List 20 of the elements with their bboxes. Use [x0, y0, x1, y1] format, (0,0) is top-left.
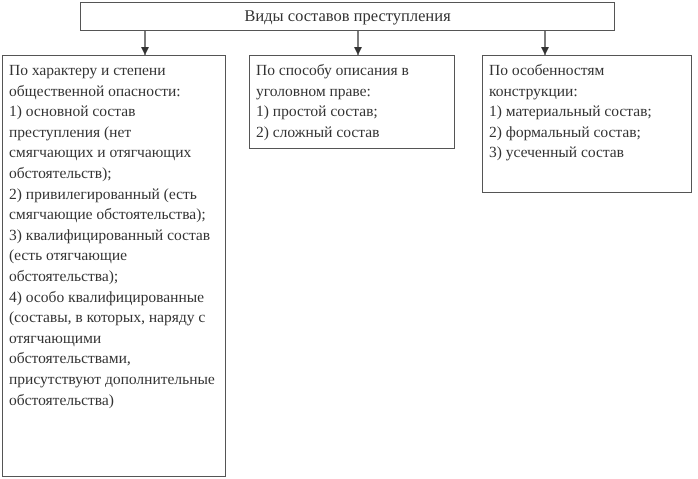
list-item: 1) основной состав преступления (нет смягчающих и отягчающих обстоятельств);: [9, 102, 192, 184]
category-box: [2, 55, 226, 477]
list-item: 3) усеченный состав: [489, 143, 626, 164]
list-item: 4) особо квалифицированные (составы, в которых, наряду с отягчающими обстоятельствами, присутствуют дополнительные обстоятельства): [9, 288, 216, 410]
title-box: [80, 2, 615, 31]
list-item: 2) сложный состав: [256, 122, 380, 143]
title-text: Виды составов преступления: [243, 6, 452, 27]
list-item: 2) формальный состав;: [489, 122, 642, 143]
list-item: 2) привилегированный (есть смягчающие обстоятельства);: [9, 184, 207, 226]
arrow: [141, 31, 149, 55]
arrow: [354, 31, 362, 55]
list-item: 3) квалифицированный состав (есть отягчающие обстоятельства);: [9, 226, 212, 287]
arrow: [541, 31, 549, 55]
category-heading: По особенностям конструкции:: [489, 61, 606, 102]
category-heading: По характеру и степени общественной опасности:: [9, 61, 182, 102]
list-item: 1) простой состав;: [256, 102, 379, 122]
category-heading: По способу описания в уголовном праве:: [256, 61, 410, 102]
list-item: 1) материальный состав;: [489, 102, 653, 122]
category-box: [482, 55, 692, 193]
category-box: [249, 55, 455, 150]
